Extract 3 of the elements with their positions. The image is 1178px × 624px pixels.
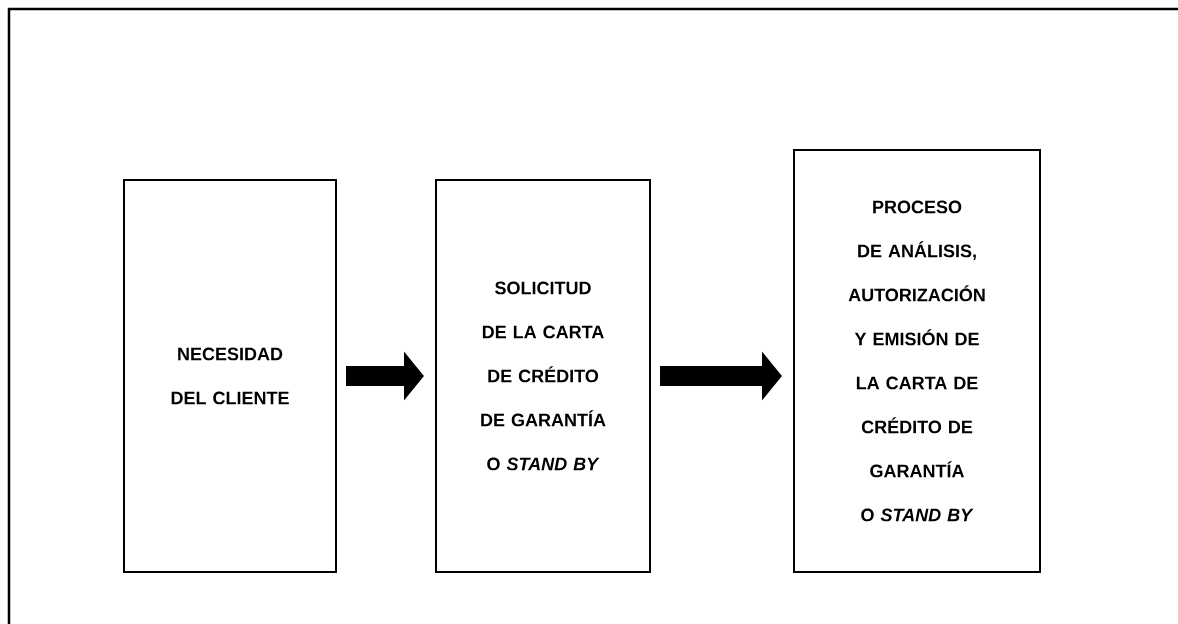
process-box: NECESIDAD DEL CLIENTE [123, 179, 337, 573]
process-box: SOLICITUD DE LA CARTA DE CRÉDITO DE GARANTÍA O STAND BY [435, 179, 651, 573]
process-box: PROCESO DE ANÁLISIS, AUTORIZACIÓN Y EMISIÓN DE LA CARTA DE CRÉDITO DE GARANTÍA O STAND BY [793, 149, 1041, 573]
